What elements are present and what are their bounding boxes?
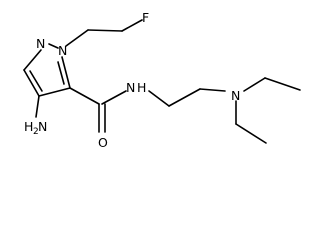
bond-c3-carbonyl <box>69 87 100 105</box>
bond-c4-nh2 <box>35 95 40 118</box>
bond-carbonyl-nh <box>101 90 127 105</box>
amino-h-label: H <box>24 119 33 134</box>
bond-ethyl2-ch3 <box>235 123 267 144</box>
bond-ethyl1-ch3 <box>264 77 301 91</box>
amino-subscript-label: 2 <box>33 127 39 137</box>
amino-n-label: N <box>38 119 47 134</box>
ring-nitrogen-1-label: N <box>36 36 45 51</box>
amide-nitrogen-label: N <box>126 80 135 95</box>
bond-n1-n2 <box>48 43 59 49</box>
bond-ch2-ch2 <box>87 29 123 32</box>
bond-ch2-f <box>121 19 143 32</box>
bond-ch2-ch2-linker <box>168 88 201 107</box>
ring-nitrogen-2-label: N <box>58 43 67 58</box>
bond-c3-n2-double <box>57 61 65 85</box>
bond-nh-ch2 <box>148 90 170 107</box>
bond-c5-c4 <box>23 69 40 97</box>
amine-nitrogen-label: N <box>231 88 240 103</box>
bond-n2-ch2 <box>65 29 89 47</box>
molecule-drawing: F N N H 2 N O N H N <box>23 10 301 150</box>
bond-c4-c3 <box>38 87 71 97</box>
bond-c3-n2 <box>61 56 71 89</box>
amide-hydrogen-label: H <box>137 80 146 95</box>
bond-n-ethyl1-ch2 <box>243 77 266 92</box>
bond-ch2-n <box>199 88 226 92</box>
fluorine-label: F <box>142 10 149 25</box>
bond-n1-c5 <box>23 49 42 71</box>
carbonyl-oxygen-label: O <box>98 135 108 150</box>
bond-c5-c4-double <box>29 70 43 92</box>
structure-diagram: F N N H 2 N O N H N <box>23 10 301 150</box>
